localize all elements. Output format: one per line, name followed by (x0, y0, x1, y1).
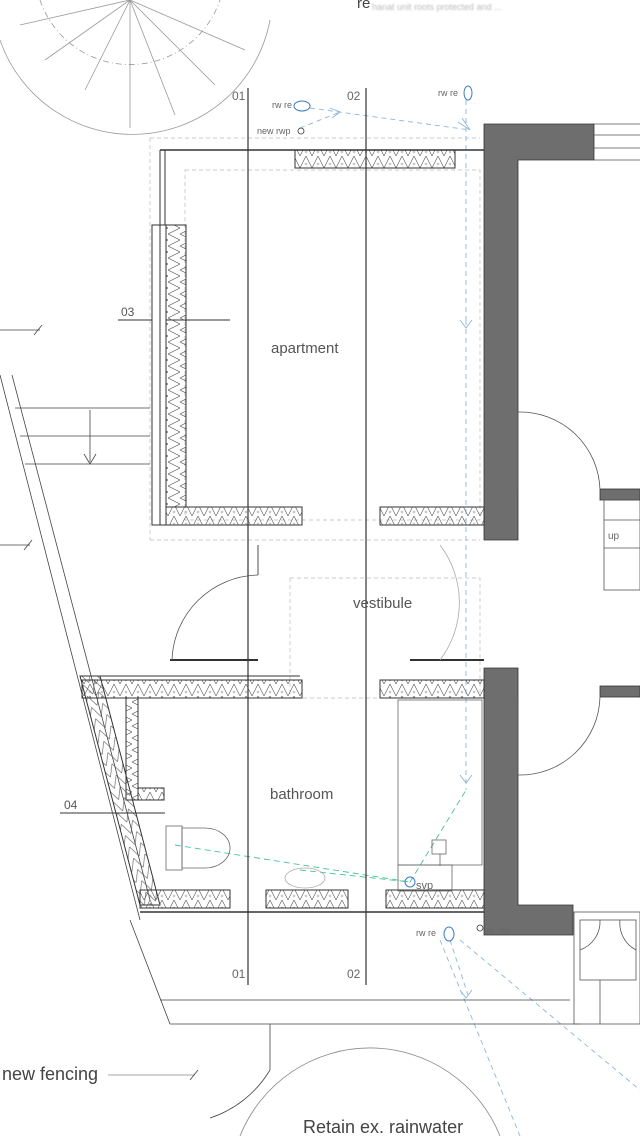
retain-rainwater-note: Retain ex. rainwater (303, 1117, 464, 1137)
gridline-02-bottom: 02 (347, 967, 361, 981)
rwp-symbols (297, 127, 484, 932)
section-04-label: 04 (64, 798, 78, 812)
flow-arrows (329, 107, 473, 999)
svp-label: svp (416, 880, 434, 892)
gridline-01-bottom: 01 (232, 967, 246, 981)
section-03-label: 03 (121, 305, 135, 319)
bathroom-fixtures (165, 699, 483, 892)
gridline-01-top: 01 (232, 89, 246, 103)
top-note-prefix: re (357, 0, 371, 12)
outline-dashed (149, 137, 481, 699)
gridline-02-top: 02 (347, 89, 361, 103)
rw-re-label-3: rw re (416, 928, 436, 938)
spiral-stair (0, 0, 271, 135)
room-label-bathroom: bathroom (270, 786, 334, 803)
section-lines (60, 319, 230, 814)
pipe-symbols (293, 85, 473, 942)
rainwater-runs (299, 100, 640, 1137)
new-rwp-label: new rwp (257, 126, 291, 136)
new-fencing-note: new fencing (2, 1064, 99, 1084)
top-note-text: hanat unit roots protected and ... (372, 2, 502, 12)
rw-re-label-1: rw re (272, 100, 292, 110)
existing-wall (483, 123, 640, 936)
new-walls (79, 149, 485, 913)
drain-runs (174, 789, 467, 883)
room-label-vestibule: vestibule (353, 595, 413, 612)
room-label-apartment: apartment (271, 340, 339, 357)
stair-up-label: up (608, 531, 620, 542)
doors (171, 544, 460, 661)
rw-re-label-2: rw re (438, 88, 458, 98)
existing-building-lines (517, 123, 640, 1025)
ex-rwp-label: ex. rwp (485, 926, 511, 935)
gridlines (247, 88, 367, 985)
